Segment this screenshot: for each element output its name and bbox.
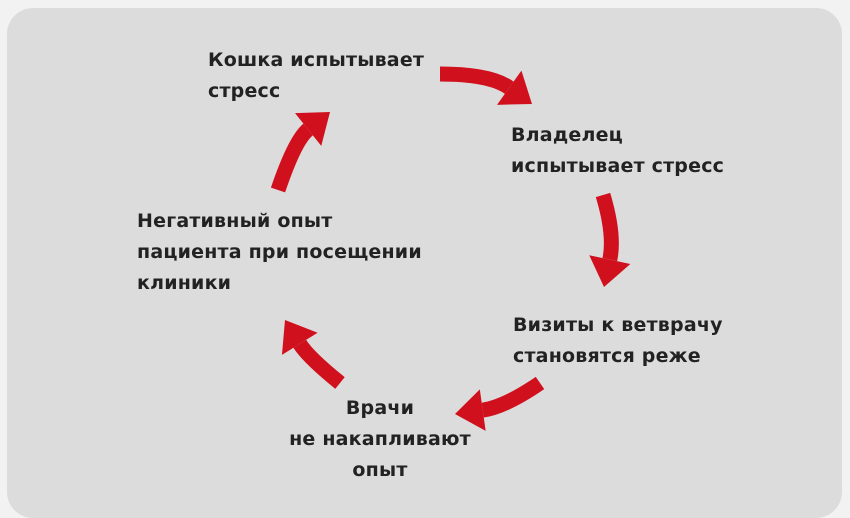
diagram-panel bbox=[7, 8, 842, 518]
arrow-owner-to-visits-shaft bbox=[595, 192, 619, 262]
arrow-negative-to-cat-shaft bbox=[270, 123, 314, 193]
arrow-owner-to-visits-head bbox=[589, 255, 631, 287]
node-negative-experience-line-2: пациента при посещении bbox=[137, 241, 422, 263]
arrow-negative-to-cat-head bbox=[295, 112, 330, 146]
arrow-cat-to-owner-shaft bbox=[439, 66, 514, 95]
node-negative-experience-line-1: Негативный опыт bbox=[137, 210, 333, 232]
arrow-visits-to-doctors-shaft bbox=[481, 376, 545, 418]
node-owner-stress-line-1: Владелец bbox=[511, 124, 623, 146]
node-owner-stress-line-2: испытывает стресс bbox=[511, 155, 725, 177]
arrow-visits-to-doctors-head bbox=[455, 389, 486, 431]
node-no-experience: Врачи не накапливают опыт bbox=[285, 393, 475, 486]
node-fewer-visits: Визиты к ветврачу становятся реже bbox=[513, 310, 723, 372]
arrow-doctors-to-negative-shaft bbox=[293, 339, 345, 389]
node-owner-stress: Владелец испытывает стресс bbox=[511, 120, 724, 182]
node-fewer-visits-line-1: Визиты к ветврачу bbox=[513, 314, 723, 336]
node-no-experience-line-2: не накапливают bbox=[289, 428, 471, 450]
node-cat-stress: Кошка испытывает стресс bbox=[208, 45, 424, 107]
node-no-experience-line-1: Врачи bbox=[345, 397, 415, 419]
node-negative-experience-line-3: клиники bbox=[137, 272, 232, 294]
node-fewer-visits-line-2: становятся реже bbox=[513, 345, 701, 367]
node-cat-stress-line-1: Кошка испытывает bbox=[208, 49, 425, 71]
arrow-doctors-to-negative-head bbox=[281, 320, 318, 355]
arrow-cat-to-owner-head bbox=[497, 70, 532, 105]
node-negative-experience: Негативный опыт пациента при посещении к… bbox=[137, 206, 422, 299]
node-cat-stress-line-2: стресс bbox=[208, 80, 281, 102]
node-no-experience-line-3: опыт bbox=[352, 459, 408, 481]
